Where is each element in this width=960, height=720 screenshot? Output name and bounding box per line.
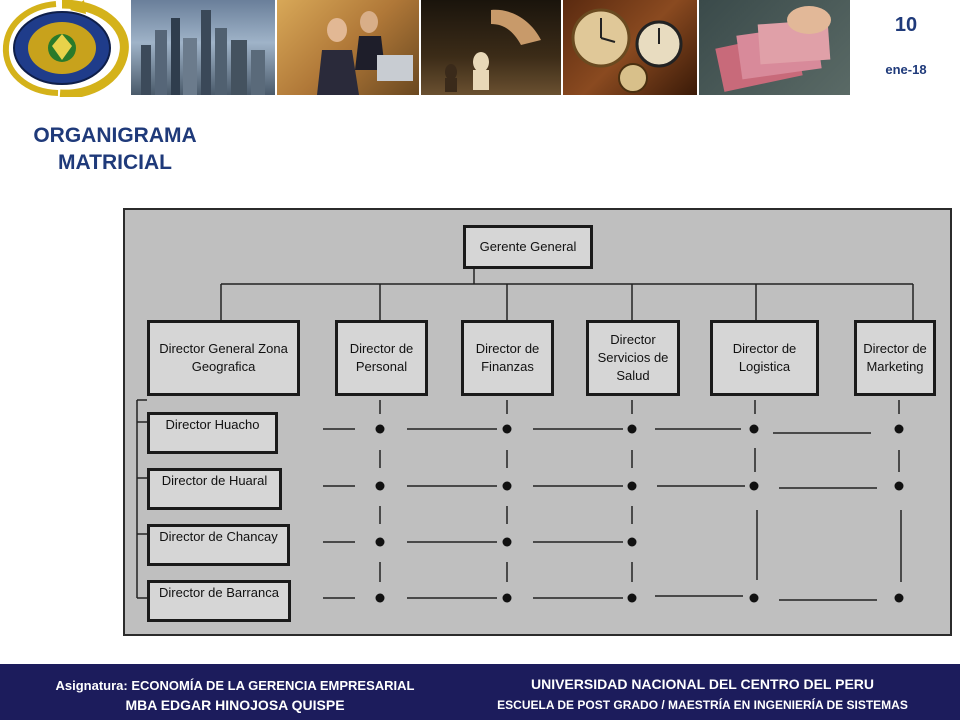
university-logo [0, 0, 130, 97]
director-label-line: Salud [598, 367, 669, 385]
zone-label: Director de Barranca [159, 585, 279, 600]
school-name: ESCUELA DE POST GRADO / MAESTRÍA EN INGE… [445, 698, 960, 712]
director-logistica-box: Director de Logistica [710, 320, 819, 396]
director-salud-box: Director Servicios de Salud [586, 320, 680, 396]
zone-label: Director Huacho [166, 417, 260, 432]
director-label-line: Director General Zona [159, 340, 288, 358]
chess-photo [421, 0, 561, 95]
zone-box-huacho: Director Huacho [147, 412, 278, 454]
director-label-line: Director de [350, 340, 414, 358]
zone-box-barranca: Director de Barranca [147, 580, 291, 622]
matrix-org-chart: Gerente General Director General Zona Ge… [123, 208, 952, 636]
course-name: ECONOMÍA DE LA GERENCIA EMPRESARIAL [131, 678, 414, 693]
director-finanzas-box: Director de Finanzas [461, 320, 554, 396]
director-label-line: Director de [863, 340, 927, 358]
zone-box-chancay: Director de Chancay [147, 524, 290, 566]
course-label: Asignatura: [56, 678, 132, 693]
slide-date: ene-18 [852, 62, 960, 77]
director-label-line: Logistica [733, 358, 797, 376]
university-name: UNIVERSIDAD NACIONAL DEL CENTRO DEL PERU [445, 676, 960, 692]
business-people-photo [277, 0, 419, 95]
footer-right: UNIVERSIDAD NACIONAL DEL CENTRO DEL PERU… [445, 676, 960, 712]
director-label-line: Geografica [159, 358, 288, 376]
gerente-general-box: Gerente General [463, 225, 593, 269]
director-marketing-box: Director de Marketing [854, 320, 936, 396]
slide-number-box: 10 ene-18 [852, 0, 960, 95]
title-line-2: MATRICIAL [20, 149, 210, 176]
director-personal-box: Director de Personal [335, 320, 428, 396]
page-title: ORGANIGRAMA MATRICIAL [20, 122, 210, 176]
clocks-photo [563, 0, 697, 95]
slide-number: 10 [852, 14, 960, 37]
money-photo [699, 0, 850, 95]
footer-left: Asignatura: ECONOMÍA DE LA GERENCIA EMPR… [0, 678, 470, 713]
title-line-1: ORGANIGRAMA [20, 122, 210, 149]
course-line: Asignatura: ECONOMÍA DE LA GERENCIA EMPR… [0, 678, 470, 693]
director-label-line: Director de [476, 340, 540, 358]
zone-label: Director de Chancay [159, 529, 278, 544]
footer-bar: Asignatura: ECONOMÍA DE LA GERENCIA EMPR… [0, 664, 960, 720]
gerente-general-label: Gerente General [480, 238, 577, 256]
director-zona-box: Director General Zona Geografica [147, 320, 300, 396]
zone-box-huaral: Director de Huaral [147, 468, 282, 510]
director-label-line: Marketing [863, 358, 927, 376]
director-label-line: Director de [733, 340, 797, 358]
zone-label: Director de Huaral [162, 473, 268, 488]
director-label-line: Finanzas [476, 358, 540, 376]
director-label-line: Servicios de [598, 349, 669, 367]
director-label-line: Personal [350, 358, 414, 376]
director-label-line: Director [598, 331, 669, 349]
teacher-name: MBA EDGAR HINOJOSA QUISPE [0, 697, 470, 713]
city-skyline-photo [131, 0, 275, 95]
header-banner: 10 ene-18 [0, 0, 960, 97]
